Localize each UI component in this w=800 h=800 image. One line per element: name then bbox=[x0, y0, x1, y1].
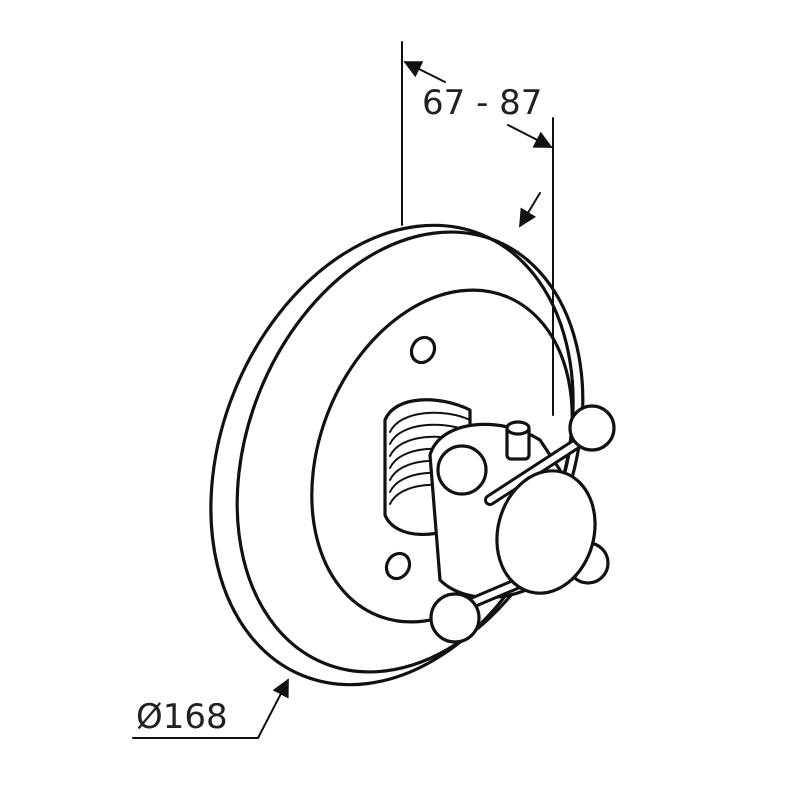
depth-arrow-left bbox=[403, 61, 446, 83]
plate-thickness-arrow bbox=[519, 192, 541, 228]
depth-arrow-right bbox=[507, 124, 553, 148]
depth-label: 67 - 87 bbox=[422, 83, 542, 123]
mounting-hole-bottom bbox=[384, 551, 412, 581]
handle-knob-top-right bbox=[568, 404, 616, 452]
handle-hub bbox=[495, 469, 597, 595]
diameter-arrow bbox=[257, 678, 289, 739]
depth-dimension: 67 - 87 bbox=[401, 41, 554, 416]
handle-knob-bottom-left bbox=[429, 592, 481, 644]
handle-knob-top-left bbox=[436, 444, 488, 496]
cross-handle bbox=[429, 404, 616, 644]
mounting-hole-top bbox=[409, 335, 437, 365]
diameter-dimension: Ø168 bbox=[132, 678, 289, 739]
mounting-holes bbox=[384, 335, 437, 581]
diameter-label: Ø168 bbox=[136, 697, 228, 737]
